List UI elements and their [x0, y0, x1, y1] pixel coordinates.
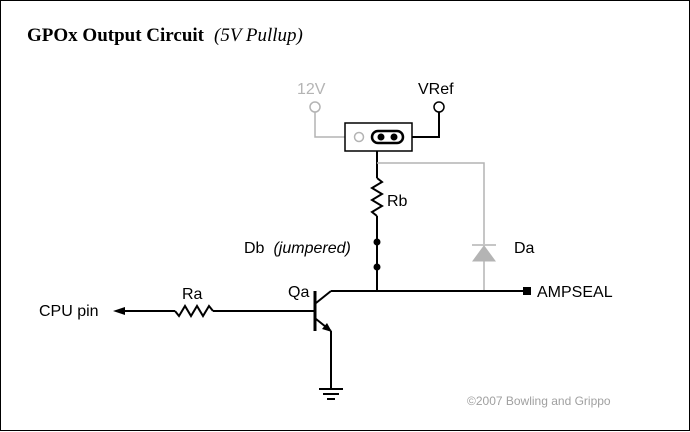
diode-da: [472, 245, 496, 262]
title-main: GPOx Output Circuit: [27, 25, 205, 46]
wire-da-upper: [377, 162, 485, 244]
jumper-shunt: [370, 129, 405, 145]
jumper-pin-center: [377, 133, 385, 141]
label-ra: Ra: [182, 286, 203, 303]
label-qa: Qa: [288, 284, 309, 301]
db-contact-top: [373, 238, 381, 246]
label-rb: Rb: [387, 193, 408, 210]
cpu-arrow-icon: [113, 307, 125, 315]
label-da: Da: [514, 240, 535, 257]
label-vref: VRef: [418, 81, 454, 98]
label-12v: 12V: [297, 81, 326, 98]
terminal-12v: [309, 101, 321, 113]
diagram-title: GPOx Output Circuit (5V Pullup): [27, 25, 303, 46]
title-subtitle: (5V Pullup): [214, 25, 303, 46]
label-db: Db (jumpered): [244, 240, 351, 257]
transistor-emitter-arrow: [322, 323, 332, 332]
terminal-vref: [433, 101, 445, 113]
label-db-name: Db: [244, 240, 265, 257]
label-db-note: (jumpered): [273, 240, 350, 257]
label-ampseal: AMPSEAL: [537, 284, 613, 301]
resistor-ra: [174, 304, 214, 318]
wire-vref: [412, 112, 440, 138]
ampseal-terminal: [523, 287, 531, 295]
jumper-pin-vref: [390, 133, 398, 141]
label-cpu-pin: CPU pin: [39, 303, 99, 320]
transistor-collector: [315, 290, 332, 304]
resistor-rb: [370, 177, 384, 217]
wire-12v: [314, 112, 345, 138]
jumper-pin-12v: [353, 131, 365, 143]
copyright-notice: ©2007 Bowling and Grippo: [467, 394, 611, 408]
db-contact-bottom: [373, 263, 381, 271]
